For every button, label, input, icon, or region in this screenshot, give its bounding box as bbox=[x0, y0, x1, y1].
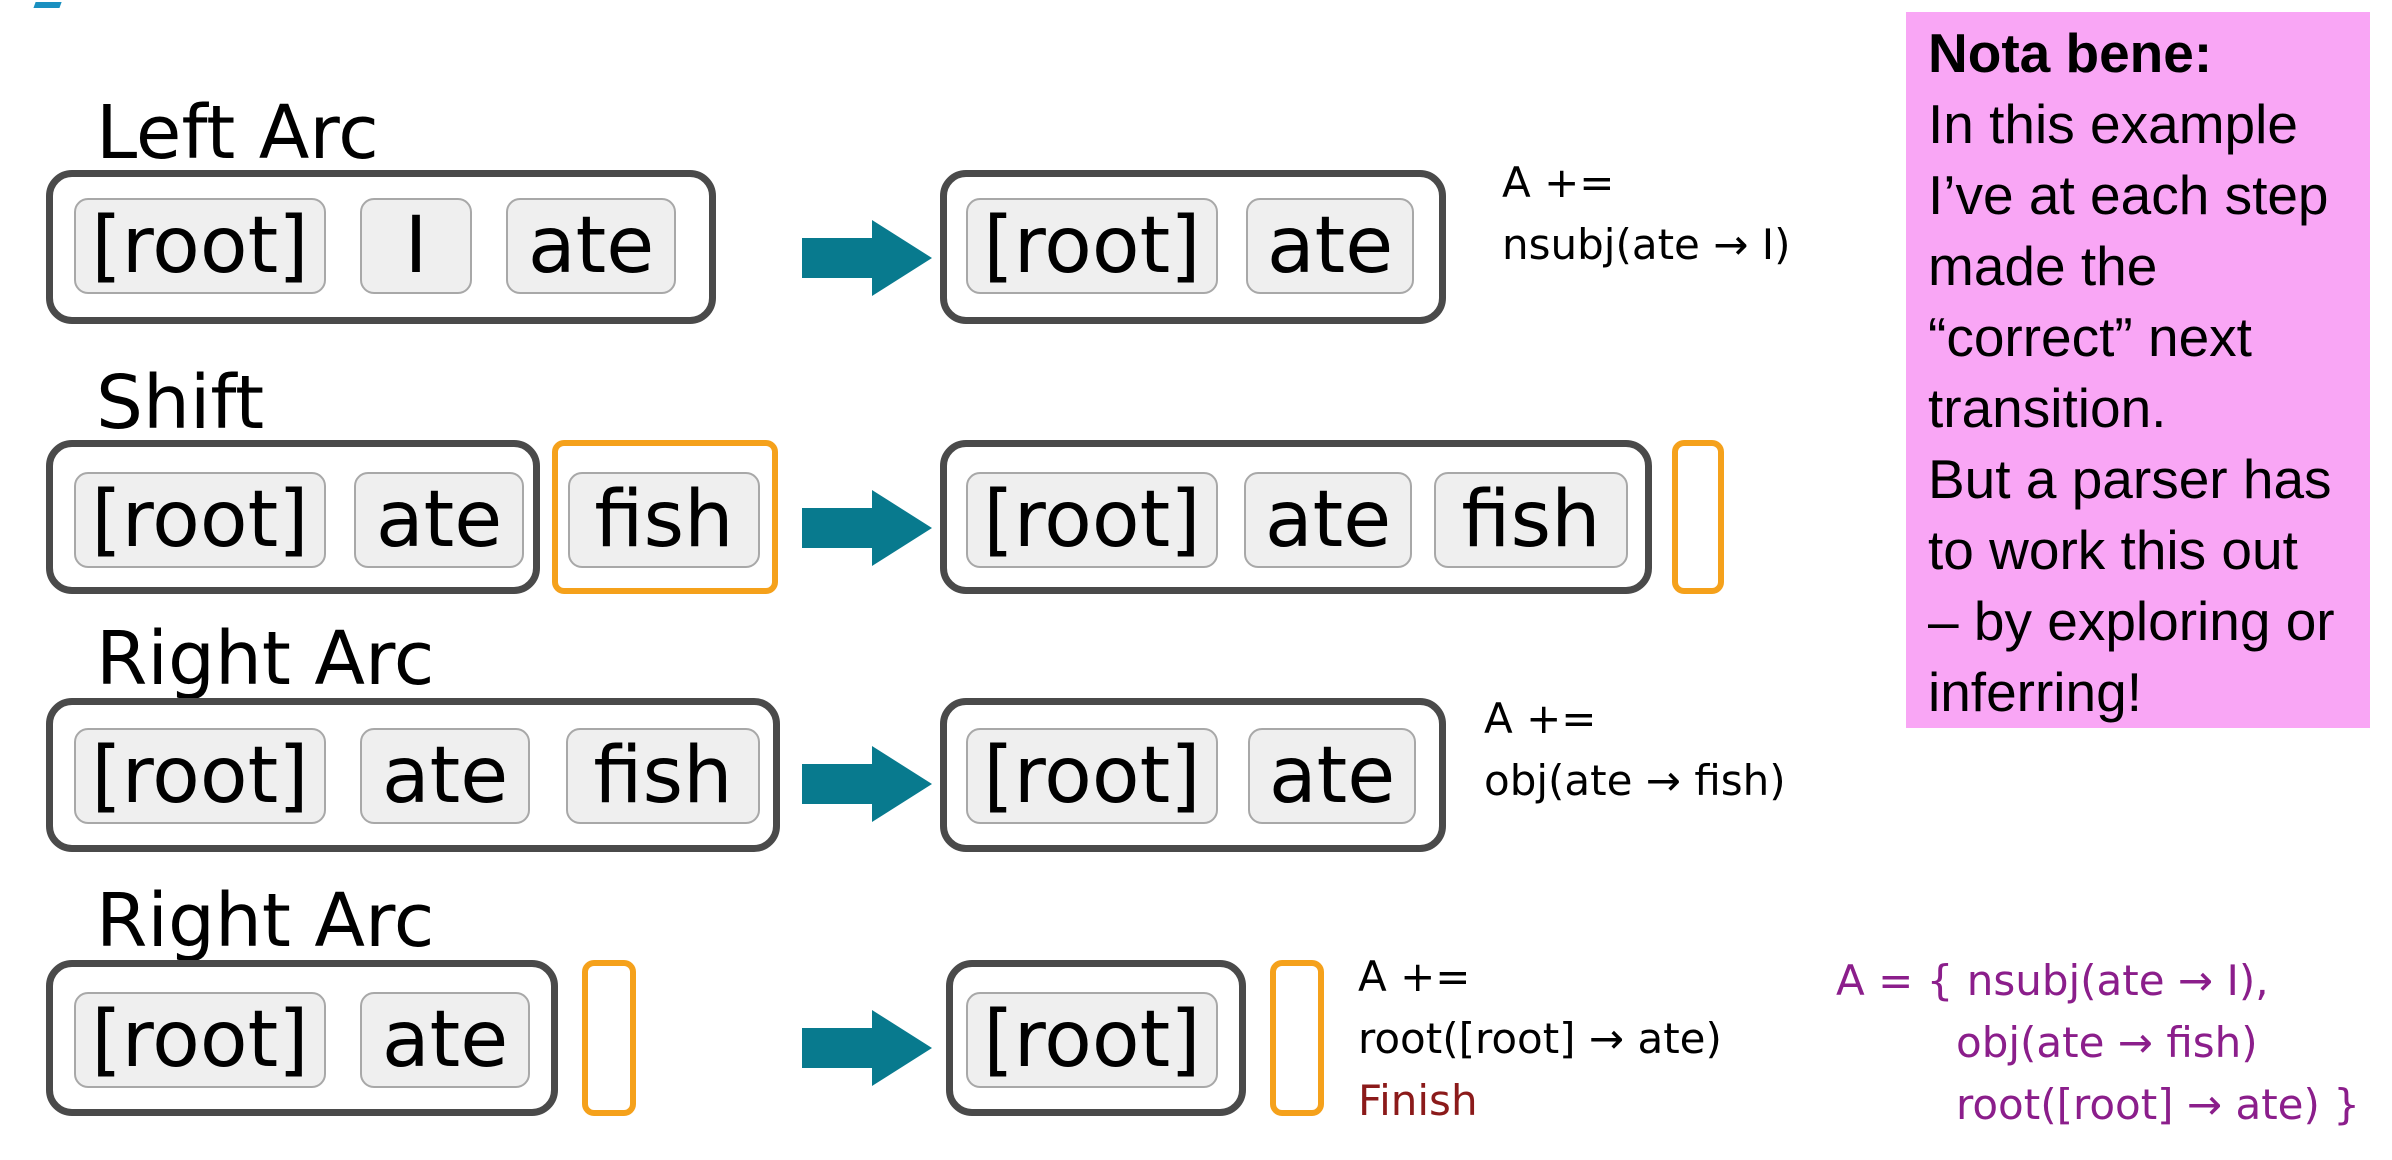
step-1-after-token: ate bbox=[1246, 198, 1414, 294]
step-2-before-token: ate bbox=[354, 472, 524, 568]
final-arc-set: A = { nsubj(ate → I), obj(ate → fish) ro… bbox=[1836, 950, 2360, 1136]
step-3-after-token: [root] bbox=[966, 728, 1218, 824]
step-1-before-token: [root] bbox=[74, 198, 326, 294]
step-3-arrow-icon bbox=[802, 746, 932, 822]
step-3-before-token: [root] bbox=[74, 728, 326, 824]
finish-label: Finish bbox=[1358, 1076, 1478, 1125]
nota-bene-line: “correct” next bbox=[1928, 306, 2252, 368]
step-3-title: Right Arc bbox=[96, 616, 435, 702]
step-1-arrow-icon bbox=[802, 220, 932, 296]
step-1-before-token: I bbox=[360, 198, 472, 294]
nota-bene-line: transition. bbox=[1928, 377, 2167, 439]
step-3-after-token: ate bbox=[1248, 728, 1416, 824]
step-4-before-token: ate bbox=[360, 992, 530, 1088]
step-1-after-token: [root] bbox=[966, 198, 1218, 294]
step-2-after-token: fish bbox=[1434, 472, 1628, 568]
nota-bene-title: Nota bene: bbox=[1928, 22, 2213, 84]
step-4-title: Right Arc bbox=[96, 878, 435, 964]
step-3-note-line: A += bbox=[1484, 694, 1597, 743]
step-4-before-buffer bbox=[582, 960, 636, 1116]
nota-bene-line: In this example bbox=[1928, 93, 2298, 155]
step-1-before-token: ate bbox=[506, 198, 676, 294]
nota-bene-line: – by exploring or bbox=[1928, 590, 2335, 652]
step-2-after-token: ate bbox=[1244, 472, 1412, 568]
step-3-before-token: ate bbox=[360, 728, 530, 824]
step-4-note: A += root([root] → ate) Finish bbox=[1358, 946, 1722, 1132]
step-4-before-token: [root] bbox=[74, 992, 326, 1088]
step-4-after-token: [root] bbox=[966, 992, 1218, 1088]
final-arc-line: obj(ate → fish) bbox=[1956, 1018, 2258, 1067]
nota-bene-line: inferring! bbox=[1928, 661, 2142, 723]
nota-bene-line: I’ve at each step bbox=[1928, 164, 2329, 226]
nota-bene-box: Nota bene: In this example I’ve at each … bbox=[1906, 12, 2370, 728]
final-arc-line: root([root] → ate) } bbox=[1956, 1080, 2360, 1129]
final-arc-line: A = { nsubj(ate → I), bbox=[1836, 956, 2269, 1005]
step-4-arrow-icon bbox=[802, 1010, 932, 1086]
step-3-before-token: fish bbox=[566, 728, 760, 824]
nota-bene-line: to work this out bbox=[1928, 519, 2298, 581]
corner-mark bbox=[33, 0, 73, 8]
step-2-arrow-icon bbox=[802, 490, 932, 566]
step-2-after-buffer bbox=[1672, 440, 1724, 594]
step-2-after-token: [root] bbox=[966, 472, 1218, 568]
step-2-buffer-token: fish bbox=[568, 472, 760, 568]
step-2-title: Shift bbox=[96, 360, 265, 446]
nota-bene-line: made the bbox=[1928, 235, 2158, 297]
step-4-note-line: root([root] → ate) bbox=[1358, 1014, 1722, 1063]
step-1-note-line: A += bbox=[1502, 158, 1615, 207]
step-1-note: A += nsubj(ate → I) bbox=[1502, 152, 1791, 276]
nota-bene-line: But a parser has bbox=[1928, 448, 2332, 510]
step-3-note-line: obj(ate → fish) bbox=[1484, 756, 1786, 805]
step-1-title: Left Arc bbox=[96, 90, 379, 176]
step-2-before-token: [root] bbox=[74, 472, 326, 568]
step-4-after-buffer bbox=[1270, 960, 1324, 1116]
step-3-note: A += obj(ate → fish) bbox=[1484, 688, 1786, 812]
step-4-note-line: A += bbox=[1358, 952, 1471, 1001]
step-1-note-line: nsubj(ate → I) bbox=[1502, 220, 1791, 269]
